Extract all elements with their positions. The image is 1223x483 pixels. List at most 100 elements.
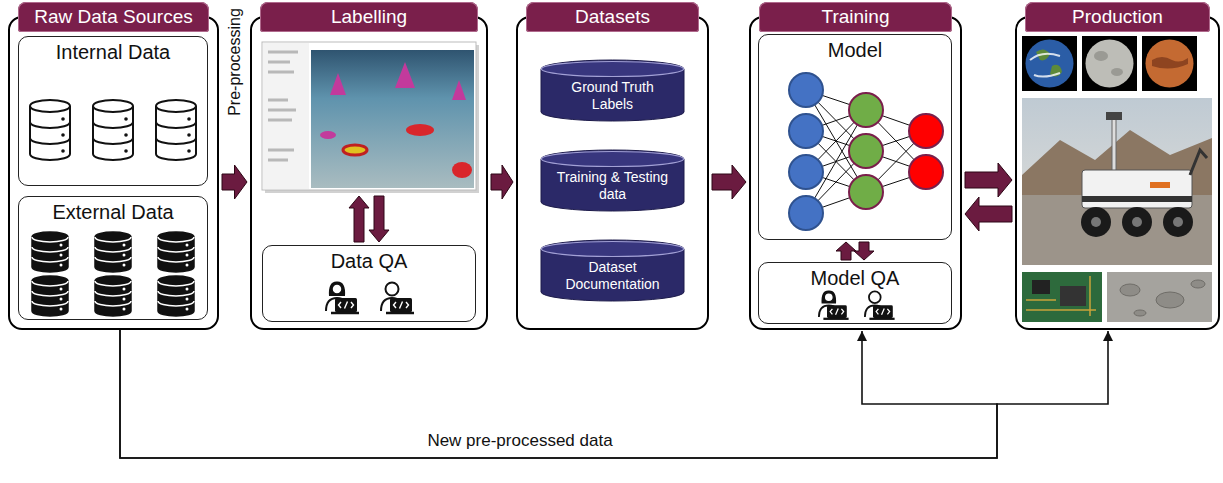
cylinder-label: Dataset Documentation	[557, 259, 669, 293]
block-arrow	[491, 165, 513, 199]
labelling-screenshot	[262, 42, 479, 193]
cylinder-label: Training & Testing data	[557, 169, 669, 203]
rover-wheel	[1163, 207, 1193, 237]
wheel-hub	[1173, 217, 1183, 227]
label-blob	[452, 162, 472, 178]
clouds	[1030, 54, 1060, 77]
box-label: Data QA	[263, 249, 475, 273]
feedback-line	[120, 330, 1108, 458]
cylinder-label: Ground Truth Labels	[557, 79, 669, 113]
rover-arm	[1190, 150, 1207, 175]
person-icon	[819, 290, 849, 318]
moon-image	[1082, 36, 1137, 91]
stage-panel: LabellingData QA	[250, 2, 488, 330]
box-label: Internal Data	[19, 40, 207, 64]
database-icon	[32, 232, 68, 272]
photo-sky	[1022, 98, 1212, 265]
rover-photo	[1022, 98, 1212, 265]
model-box: Model	[758, 34, 952, 240]
model-qa-people	[819, 290, 895, 318]
crater	[1156, 292, 1184, 308]
label-blob	[343, 145, 367, 155]
header-tab: Raw Data Sources	[18, 2, 209, 32]
data-qa-people	[326, 281, 414, 313]
dataset-cylinder: Ground Truth Labels	[540, 60, 685, 122]
label-blob	[406, 124, 434, 136]
panel-heading: Production	[1025, 2, 1210, 32]
panel-heading: Training	[759, 2, 952, 32]
image-ground	[1022, 36, 1077, 91]
traces	[1026, 276, 1096, 316]
image-ground	[1082, 36, 1137, 91]
crater	[1191, 280, 1205, 288]
source-box: External Data	[18, 196, 208, 320]
database-icon	[158, 232, 194, 272]
rover-wheel	[1081, 207, 1111, 237]
chip	[1032, 280, 1050, 294]
internal-database-icons	[30, 100, 196, 160]
label-blob	[320, 131, 336, 139]
cylinder-body	[541, 150, 684, 211]
box-label: External Data	[19, 200, 207, 224]
moon-disc	[1086, 40, 1134, 88]
terrain-view	[311, 50, 474, 188]
hidden-neuron	[849, 93, 883, 127]
mars-marking	[1152, 57, 1188, 69]
sidebar-lines	[268, 52, 298, 160]
mars-image	[1142, 36, 1197, 91]
wheel-hub	[1132, 217, 1142, 227]
rover-badge	[1150, 182, 1170, 188]
box-label: Model	[759, 38, 951, 62]
dataset-cylinder: Training & Testing data	[540, 150, 685, 212]
dataset-cylinder: Dataset Documentation	[540, 240, 685, 302]
input-neuron	[789, 196, 823, 230]
feedback-line	[120, 330, 997, 458]
wheel-hub	[1091, 217, 1101, 227]
labelling-qa-arrows	[349, 196, 389, 242]
neural-network	[789, 73, 943, 230]
cylinder-body	[541, 60, 684, 121]
image-ground	[1142, 36, 1197, 91]
moon-crater	[1111, 68, 1123, 76]
cylinder-top	[542, 62, 684, 77]
header-tab: Production	[1025, 2, 1210, 32]
edge-label: Pre-processing	[226, 5, 244, 119]
source-box: Internal Data	[18, 36, 208, 186]
header-tab: Labelling	[260, 2, 478, 32]
moon-crater	[1094, 51, 1108, 61]
block-arrow	[222, 165, 247, 199]
panel-frame	[1015, 16, 1220, 330]
stage-panel: Raw Data SourcesInternal DataExternal Da…	[8, 2, 219, 330]
screenshot-sidebar	[263, 43, 309, 189]
rover-camera	[1106, 112, 1122, 120]
header-tab: Training	[759, 2, 952, 32]
cylinder-top	[542, 152, 684, 167]
block-arrow	[854, 242, 874, 260]
crater	[1120, 284, 1140, 296]
person-icon	[865, 291, 895, 318]
qa-box: Model QA	[758, 262, 952, 324]
block-arrow	[836, 242, 856, 260]
earth-image	[1022, 36, 1077, 91]
up-arrow	[349, 196, 369, 242]
panel-frame	[8, 16, 219, 330]
hidden-neuron	[849, 134, 883, 168]
circuit-board-photo	[1022, 272, 1102, 322]
database-icon	[93, 100, 133, 160]
label-cones	[330, 62, 466, 100]
input-neuron	[789, 155, 823, 189]
rover-stripe	[1082, 196, 1192, 202]
down-arrow	[369, 196, 389, 242]
person-icon	[381, 283, 414, 314]
panel-frame	[250, 16, 488, 330]
hidden-neuron	[849, 175, 883, 209]
stage-panel: TrainingModelModel QA	[749, 2, 962, 330]
output-neuron	[909, 114, 943, 148]
stage-panel: DatasetsGround Truth LabelsTraining & Te…	[516, 2, 709, 330]
block-arrow	[965, 197, 1012, 231]
qa-box: Data QA	[262, 245, 476, 322]
earth-disc	[1026, 40, 1074, 88]
person-icon	[326, 281, 359, 313]
input-neuron	[789, 73, 823, 107]
